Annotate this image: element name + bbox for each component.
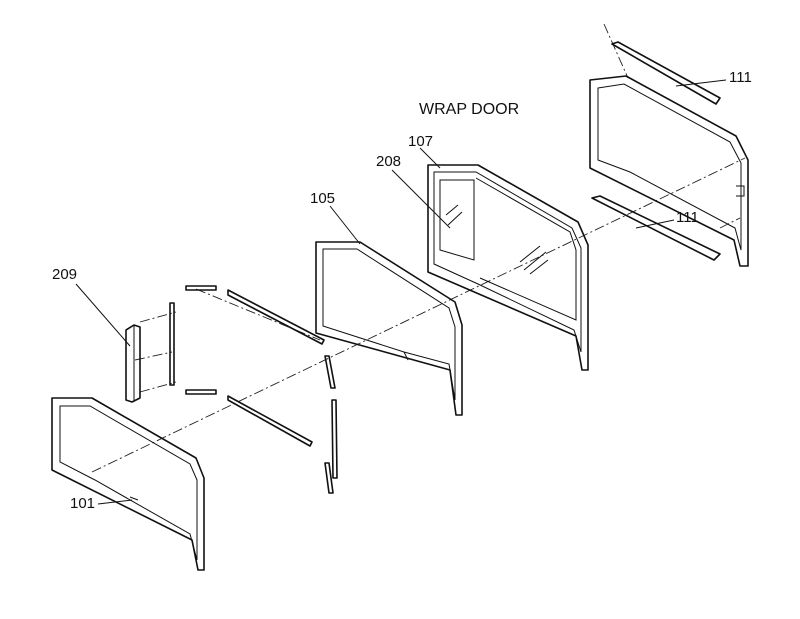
callout-105: 105 [310,190,336,207]
callout-111-top: 111 [729,69,752,86]
callout-111-bottom: 111 [676,209,699,226]
alignment-lines [91,23,746,473]
part-111-rails [591,41,721,261]
part-107-glass-frame [427,164,589,371]
callout-101: 101 [70,495,96,512]
seal-strips [169,285,338,494]
callout-209: 209 [52,266,78,283]
part-105-frame [315,241,463,416]
leader-lines [75,79,727,505]
part-101-front-frame [51,397,205,571]
part-209-hinge-bracket [125,324,141,403]
part-111-rear-frame [589,75,749,267]
diagram-title: WRAP DOOR [419,101,520,118]
callout-208: 208 [376,153,402,170]
callout-107: 107 [408,133,434,150]
